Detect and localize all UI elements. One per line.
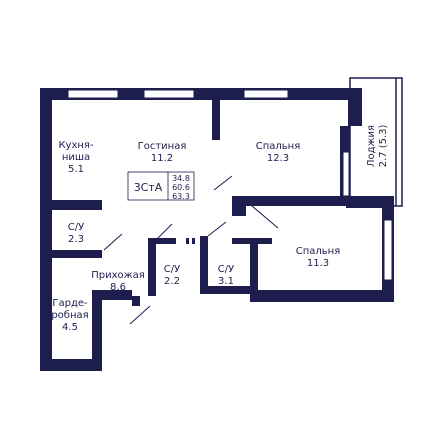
wall-wc2-right: [200, 236, 208, 294]
window-kitchen: [67, 89, 119, 99]
badge-living-area: 34.8: [172, 174, 190, 183]
door-bedroom1: [213, 175, 233, 191]
wc1-hatch: [56, 202, 100, 208]
loggia-frame: [349, 77, 403, 207]
wall-bedroom2-left: [232, 238, 272, 244]
bedroom2-area: 11.3: [307, 258, 329, 269]
kitchen-name-1: Кухня-: [58, 140, 93, 151]
wall-door-frame: [232, 206, 246, 216]
window-loggia-door: [342, 151, 350, 197]
wc3-hatch: [186, 238, 195, 244]
wall-wc3-right: [250, 240, 258, 302]
wall-hall-step: [132, 296, 140, 306]
wardrobe-area: 4.5: [62, 322, 78, 333]
door-entry: [129, 305, 151, 325]
window-bedroom2: [383, 219, 393, 281]
wall-wc2-top: [148, 238, 176, 244]
wall-bottom-left: [40, 359, 100, 371]
kitchen-name-2: ниша: [62, 152, 90, 163]
windows: [67, 89, 393, 281]
wall-wardrobe: [92, 290, 102, 371]
wall-bottom-hall: [92, 290, 132, 300]
badge-full-area: 63.3: [172, 192, 190, 201]
door-wc3: [207, 221, 227, 237]
wall-left-upper: [40, 88, 52, 256]
wall-wc3-bottom: [200, 286, 258, 294]
badge-frame: [127, 171, 195, 201]
badge-total-area: 60.6: [172, 183, 190, 192]
wc2-name: С/У: [164, 264, 180, 275]
window-living: [143, 89, 195, 99]
apartment-badge: 3СтА 34.8 60.6 63.3: [127, 171, 195, 201]
living-area: 11.2: [151, 153, 173, 164]
wall-loggia-corner: [382, 196, 394, 220]
room-labels: Кухня- ниша 5.1 Гостиная 11.2 Спальня 12…: [51, 125, 389, 333]
door-wc2: [155, 223, 173, 241]
window-bedroom1: [243, 89, 289, 99]
wall-wc1-bottom: [52, 250, 102, 258]
badge-type: 3СтА: [134, 181, 163, 194]
wall-wc2-left: [148, 240, 156, 296]
bedroom2-name: Спальня: [296, 246, 341, 257]
wc2-area: 2.2: [164, 276, 180, 287]
wc3-area: 3.1: [218, 276, 234, 287]
loggia-label: Лоджия 2.7 (5.3): [366, 125, 389, 168]
door-bedroom2: [251, 205, 279, 229]
living-name: Гостиная: [138, 141, 187, 152]
wardrobe-name-1: Гарде-: [52, 298, 88, 309]
wc1-area: 2.3: [68, 234, 84, 245]
wc1-name: С/У: [68, 222, 84, 233]
doors: [103, 175, 279, 325]
wall-bedroom-divider: [232, 196, 382, 206]
loggia-outline: [349, 77, 403, 207]
loggia-area: 2.7 (5.3): [378, 125, 389, 168]
hall-name: Прихожая: [91, 270, 145, 281]
wall-left-lower: [40, 256, 52, 371]
wardrobe-name-2: робная: [51, 310, 88, 321]
kitchen-area: 5.1: [68, 164, 84, 175]
hall-area: 8.6: [110, 282, 126, 293]
wall-bottom-right: [256, 290, 394, 302]
wc3-name: С/У: [218, 264, 234, 275]
wall-bedroom1-left: [212, 100, 220, 140]
loggia-name: Лоджия: [366, 125, 377, 167]
door-wc1: [103, 233, 123, 251]
wall-loggia-post: [348, 88, 362, 126]
bedroom1-name: Спальня: [256, 141, 301, 152]
bedroom1-area: 12.3: [267, 153, 289, 164]
